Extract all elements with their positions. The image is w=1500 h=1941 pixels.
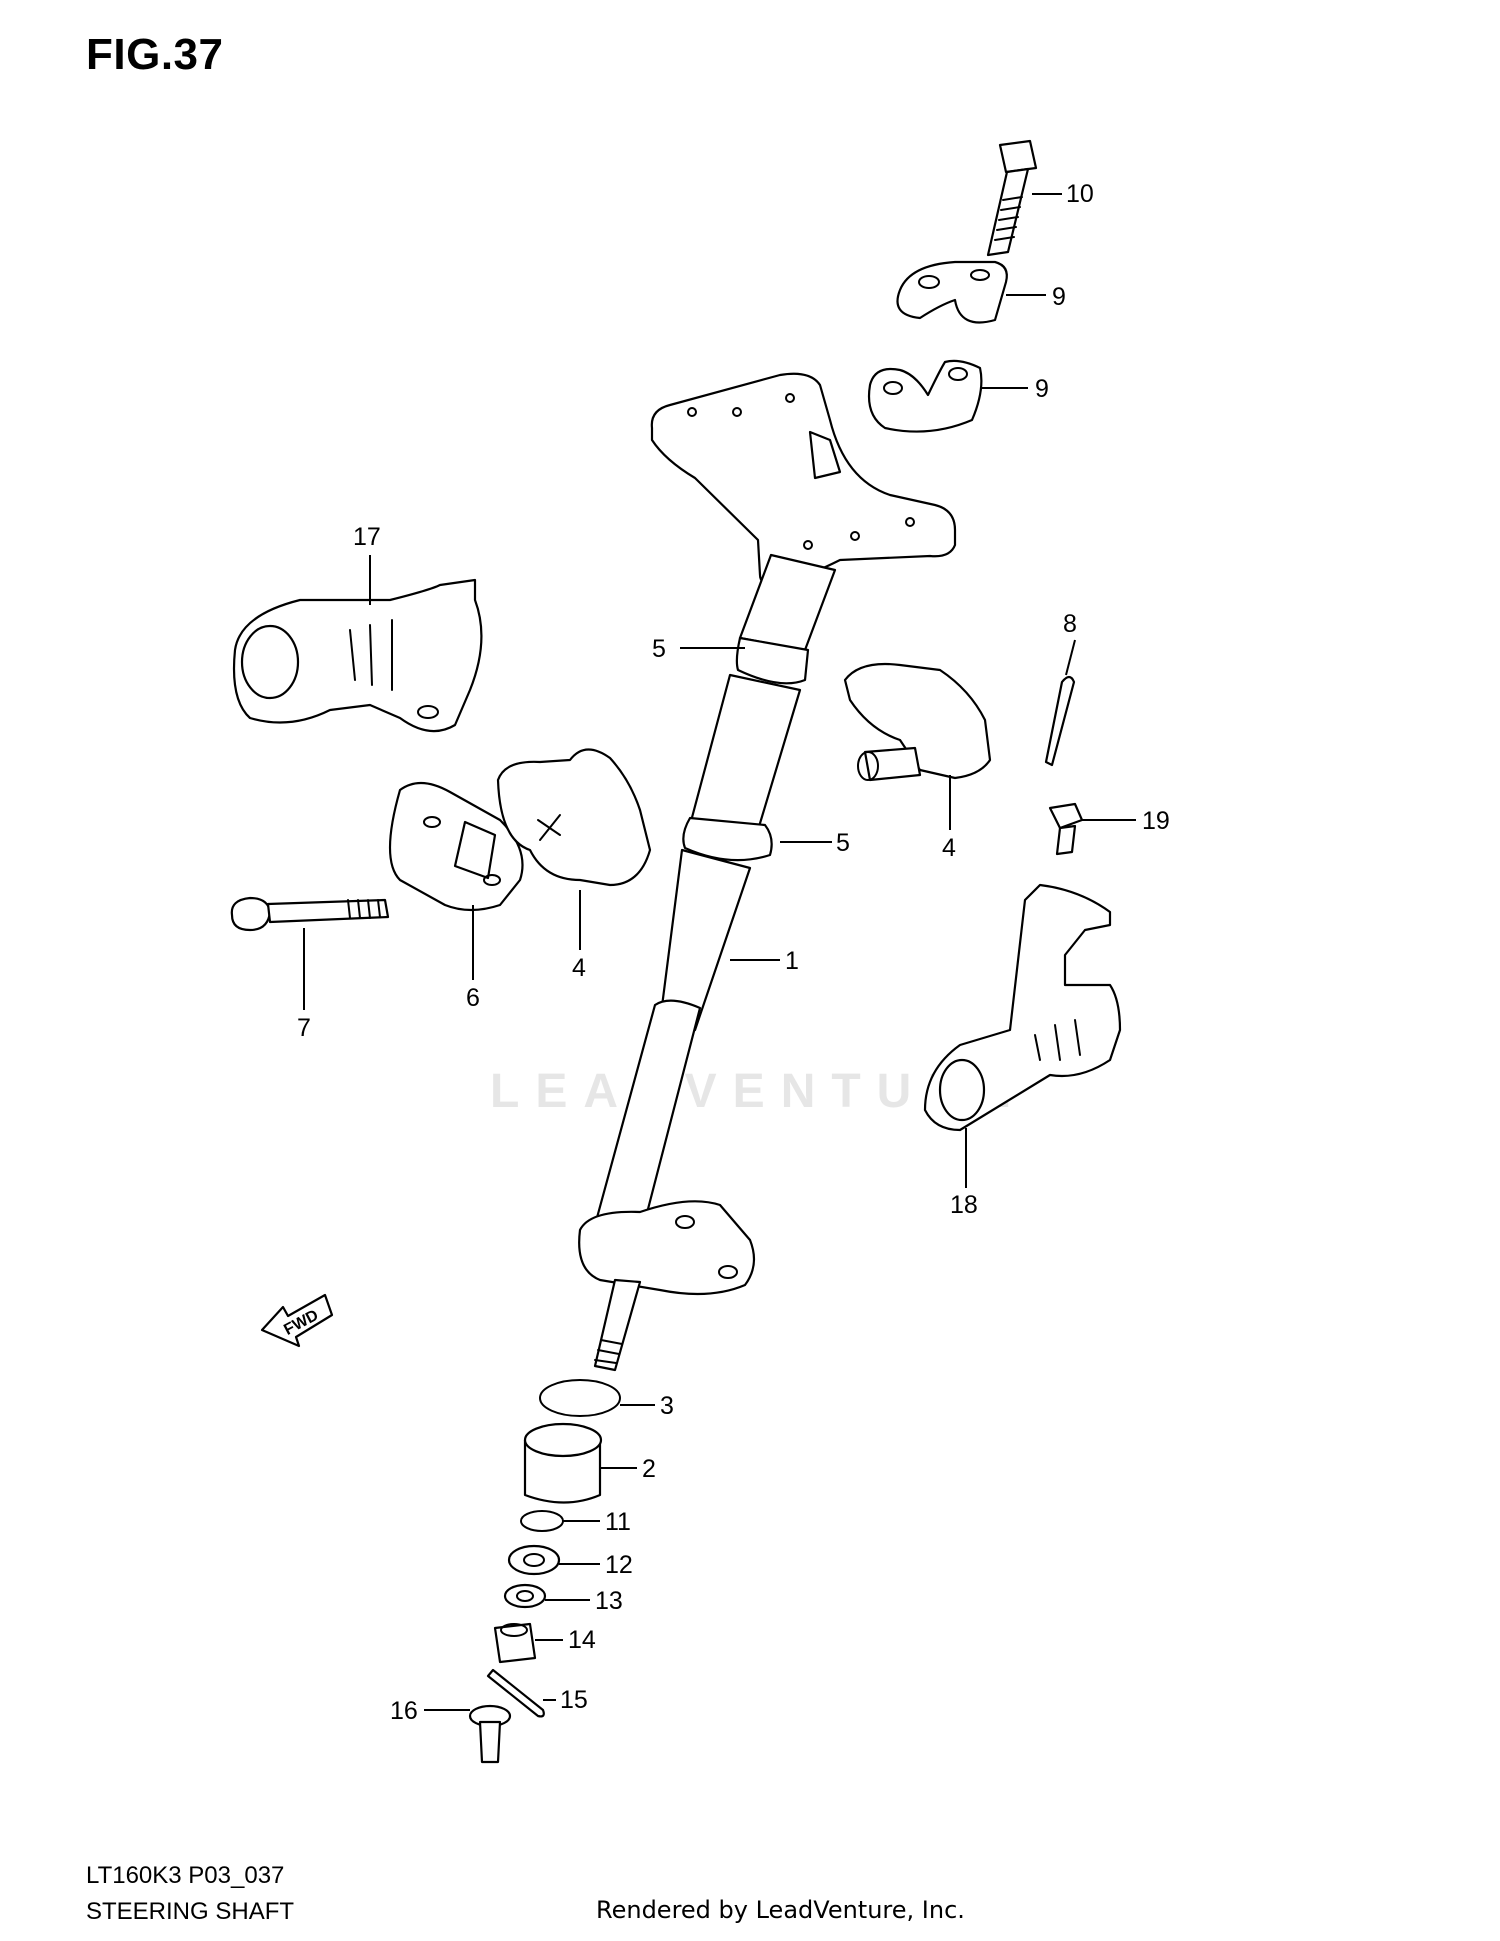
callout-4-left: 4 xyxy=(572,954,586,982)
part-9-lower-clamp xyxy=(867,359,983,433)
part-4-right-clamp xyxy=(843,662,992,782)
fwd-arrow-icon: FWD xyxy=(260,1293,334,1348)
part-6-plate xyxy=(388,781,524,912)
callout-12: 12 xyxy=(605,1551,633,1579)
part-2-bushing xyxy=(523,1422,603,1504)
part-7-long-bolt xyxy=(230,896,390,932)
steering-shaft-lower xyxy=(578,999,756,1372)
callout-8: 8 xyxy=(1063,610,1077,638)
callout-15: 15 xyxy=(560,1686,588,1714)
callout-7: 7 xyxy=(297,1014,311,1042)
callout-18: 18 xyxy=(950,1191,978,1219)
callout-10: 10 xyxy=(1066,180,1094,208)
part-19-bolt xyxy=(1048,802,1084,856)
watermark: LEADVENTURE xyxy=(490,1065,1027,1118)
section-name: STEERING SHAFT xyxy=(86,1898,295,1925)
handlebar-plate xyxy=(650,372,957,586)
callout-2: 2 xyxy=(642,1455,656,1483)
part-8-cotter-pin xyxy=(1044,675,1076,767)
callout-11: 11 xyxy=(605,1508,631,1536)
callout-14: 14 xyxy=(568,1626,596,1654)
model-code: LT160K3 P03_037 xyxy=(86,1862,285,1889)
part-16-pin xyxy=(468,1704,512,1764)
part-4-left-clamp xyxy=(496,748,652,887)
part-18-bracket xyxy=(923,883,1122,1132)
figure-title: FIG.37 xyxy=(86,30,224,79)
callout-5-upper: 5 xyxy=(652,635,666,663)
steering-shaft-upper xyxy=(658,553,837,1032)
leader-lines xyxy=(303,193,1136,1711)
callout-19: 19 xyxy=(1142,807,1170,835)
part-10-bolt xyxy=(986,139,1038,257)
part-12-washer xyxy=(507,1544,561,1576)
part-15-cotter-pin xyxy=(486,1668,545,1718)
part-14-nut xyxy=(493,1622,537,1664)
part-11-ring xyxy=(520,1510,564,1532)
callout-13: 13 xyxy=(595,1587,623,1615)
part-13-washer xyxy=(503,1583,547,1609)
callout-9-upper: 9 xyxy=(1052,283,1066,311)
callout-4-right: 4 xyxy=(942,834,956,862)
callout-5-lower: 5 xyxy=(836,829,850,857)
callout-9-lower: 9 xyxy=(1035,375,1049,403)
callout-6: 6 xyxy=(466,984,480,1012)
rendered-by-credit: Rendered by LeadVenture, Inc. xyxy=(596,1896,965,1924)
callout-3: 3 xyxy=(660,1392,674,1420)
callout-16: 16 xyxy=(390,1697,418,1725)
part-17-bracket xyxy=(232,578,483,733)
callout-17: 17 xyxy=(353,523,381,551)
part-3-circlip xyxy=(539,1379,621,1417)
callout-1: 1 xyxy=(785,947,799,975)
part-9-upper-clamp xyxy=(896,260,1008,324)
